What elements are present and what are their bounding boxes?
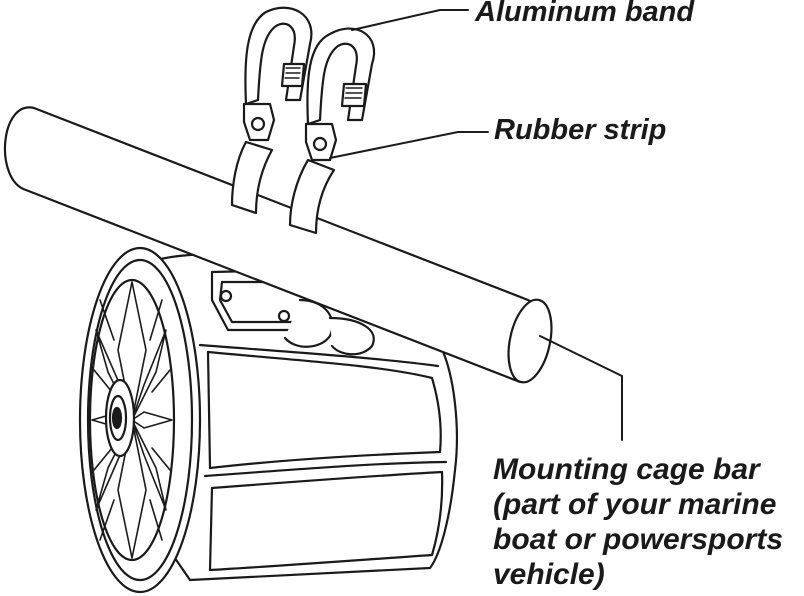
aluminum-band-right [306, 27, 376, 126]
label-mounting-cage-bar: Mounting cage bar (part of your marine b… [493, 452, 783, 592]
label-aluminum-band: Aluminum band [475, 0, 695, 28]
label-mounting-bar-line-2: (part of your marine [493, 488, 777, 521]
label-mounting-bar-line-4: vehicle) [493, 558, 605, 591]
rubber-strip-left [230, 140, 274, 215]
mounting-cage-bar [3, 106, 553, 384]
bar-end-cap [507, 298, 553, 384]
tower-speaker [78, 246, 458, 594]
enclosure-panel-top [206, 350, 442, 470]
label-rubber-strip: Rubber strip [494, 114, 667, 146]
label-mounting-bar-line-3: boat or powersports [493, 523, 784, 556]
leader-lines [329, 9, 623, 441]
enclosure-panel-bottom [208, 470, 444, 572]
aluminum-bands [242, 6, 376, 162]
leader-mounting-bar [539, 335, 623, 441]
aluminum-band-left [244, 6, 313, 106]
rubber-strips [230, 140, 336, 235]
label-mounting-bar-line-1: Mounting cage bar [493, 453, 760, 486]
leader-rubber-strip [329, 131, 489, 159]
leader-aluminum-band [351, 9, 469, 31]
rubber-strip-right [288, 158, 336, 235]
